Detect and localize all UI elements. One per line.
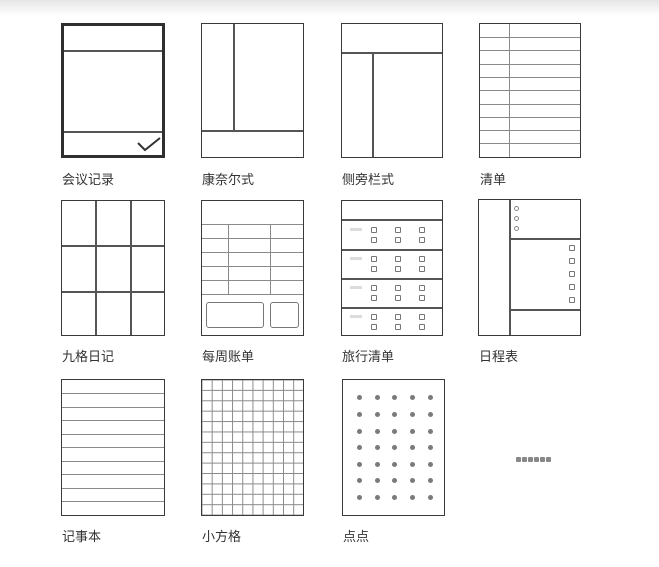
template-cornell[interactable]: 康奈尔式 [201,23,304,188]
template-thumbnail [201,379,304,516]
template-meeting[interactable]: 会议记录 [61,23,165,188]
template-thumbnail [201,23,304,158]
template-thumbnail [479,23,581,158]
template-thumbnail [342,379,445,516]
template-notepad[interactable]: 记事本 [61,379,165,545]
template-small-grid[interactable]: 小方格 [201,379,304,545]
template-label: 九格日记 [62,350,115,365]
template-dots[interactable]: 点点 [342,379,445,545]
template-label: 记事本 [62,530,102,545]
template-label: 点点 [343,530,370,545]
template-label: 旅行清单 [342,350,395,365]
template-thumbnail [61,379,165,516]
template-thumbnail [61,200,165,336]
template-schedule[interactable]: 日程表 [478,199,581,365]
template-label: 清单 [480,173,507,188]
checkmark-icon [137,137,161,152]
template-label: 会议记录 [62,173,115,188]
template-travel[interactable]: 旅行清单 [341,200,443,365]
template-label: 小方格 [202,530,242,545]
template-label: 日程表 [479,350,519,365]
template-thumbnail [341,200,443,336]
template-thumbnail [201,200,304,336]
template-thumbnail [341,23,443,158]
template-label: 侧旁栏式 [342,173,395,188]
template-label: 康奈尔式 [202,173,255,188]
template-label: 每周账单 [202,350,255,365]
template-weekly-bill[interactable]: 每周账单 [201,200,304,365]
template-thumbnail [61,23,165,158]
template-ninegrid[interactable]: 九格日记 [61,200,165,365]
more-dots-icon[interactable] [516,457,551,463]
template-thumbnail [478,199,581,336]
top-shadow [0,0,659,16]
template-list[interactable]: 清单 [479,23,581,188]
template-sidebar[interactable]: 侧旁栏式 [341,23,443,188]
